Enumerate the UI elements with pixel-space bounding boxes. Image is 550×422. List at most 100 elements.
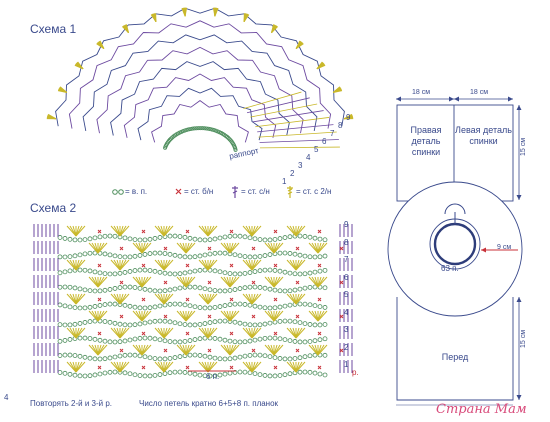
chain-stitch-icon: [62, 236, 68, 241]
sc-stitch-icon: [185, 297, 190, 302]
chain-stitch-icon: [77, 267, 83, 273]
chain-stitch-icon: [267, 252, 273, 257]
chain-stitch-icon: [232, 233, 238, 239]
chain-stitch-icon: [102, 271, 108, 277]
chain-stitch-icon: [182, 234, 188, 240]
sc-stitch-icon: [251, 314, 256, 319]
chain-stitch-icon: [322, 352, 328, 358]
chain-stitch-icon: [162, 356, 168, 362]
sc-stitch-icon: [251, 246, 256, 251]
chain-stitch-icon: [267, 305, 273, 311]
sc-stitch-icon: [251, 280, 256, 285]
chain-stitch-icon: [157, 303, 163, 309]
chain-stitch-icon: [222, 270, 228, 276]
fan-stitch-icon: [119, 327, 130, 339]
chain-stitch-icon: [322, 237, 328, 243]
dim-neck-width: 9 см: [497, 244, 512, 251]
sc-stitch-icon: [141, 365, 146, 370]
chain-stitch-icon: [262, 321, 268, 327]
chain-stitch-icon: [287, 234, 293, 240]
chain-stitch-icon: [262, 335, 268, 341]
chain-stitch-icon: [257, 352, 263, 358]
chain-stitch-icon: [97, 288, 103, 294]
chain-stitch-icon: [142, 373, 148, 379]
chain-stitch-icon: [122, 302, 128, 308]
chain-stitch-icon: [127, 337, 133, 343]
chain-stitch-icon: [198, 126, 203, 131]
chain-stitch-icon: [232, 271, 238, 277]
fan-stitch-icon: [273, 276, 284, 288]
fan-stitch-icon: [295, 293, 306, 305]
chain-stitch-icon: [227, 287, 233, 293]
chain-stitch-icon: [152, 236, 158, 241]
chain-stitch-icon: [157, 235, 163, 240]
chain-stitch-icon: [147, 287, 153, 293]
fan-stitch-icon: [184, 7, 188, 17]
chain-stitch-icon: [202, 267, 208, 273]
chain-stitch-icon: [92, 269, 98, 275]
dim-top-right: 18 см: [470, 89, 489, 96]
chain-stitch-icon: [142, 267, 148, 273]
chain-stitch-icon: [181, 129, 186, 134]
fan-stitch-icon: [163, 327, 174, 339]
chain-stitch-icon: [277, 268, 283, 274]
chain-stitch-icon: [122, 370, 128, 376]
chain-stitch-icon: [267, 286, 273, 292]
chain-stitch-icon: [197, 305, 203, 310]
chain-stitch-icon: [187, 254, 193, 260]
sc-stitch-icon: [141, 331, 146, 336]
chain-stitch-icon: [77, 335, 83, 341]
chain-stitch-icon: [182, 254, 188, 260]
chain-stitch-icon: [312, 352, 318, 358]
chain-stitch-icon: [147, 319, 153, 325]
chain-stitch-icon: [262, 353, 268, 359]
chain-stitch-icon: [312, 269, 318, 275]
chain-stitch-icon: [157, 318, 163, 324]
chain-stitch-icon: [172, 355, 178, 360]
chain-stitch-icon: [247, 254, 253, 260]
chain-stitch-icon: [92, 336, 98, 342]
fan-stitch-icon: [75, 361, 86, 373]
sc-stitch-icon: [163, 314, 168, 319]
sc-stitch-icon: [229, 263, 234, 268]
sc-stitch-icon: [185, 331, 190, 336]
stitch-row-line: [68, 20, 332, 129]
chain-stitch-icon: [167, 355, 173, 361]
chain-stitch-icon: [57, 235, 63, 240]
chain-stitch-icon: [117, 285, 123, 290]
chain-stitch-icon: [77, 373, 83, 379]
chain-stitch-icon: [157, 337, 163, 343]
chain-stitch-icon: [292, 287, 298, 293]
chain-stitch-icon: [67, 322, 73, 328]
chain-stitch-icon: [188, 126, 193, 131]
chain-stitch-icon: [287, 338, 293, 343]
chain-stitch-icon: [322, 372, 328, 378]
ray-stitch-line: [259, 139, 339, 143]
scheme2-side-columns: [33, 224, 353, 373]
chain-stitch-icon: [177, 301, 183, 307]
ray-stitch-line: [257, 124, 334, 133]
sc-stitch-icon: [97, 365, 102, 370]
chain-stitch-icon: [57, 338, 63, 344]
chain-stitch-icon: [267, 373, 273, 379]
chain-stitch-icon: [287, 302, 293, 308]
chain-stitch-icon: [222, 288, 228, 294]
chain-stitch-icon: [262, 285, 268, 291]
label-front: Перед: [441, 352, 469, 362]
chain-stitch-icon: [322, 305, 328, 310]
chain-stitch-icon: [282, 372, 288, 378]
chain-stitch-icon: [62, 303, 68, 309]
chain-stitch-icon: [182, 270, 188, 276]
fan-stitch-icon: [207, 259, 218, 271]
legend: = в. п. = ст. б/н = ст. с/н = ст. с 2/н: [105, 184, 350, 200]
chain-stitch-icon: [237, 271, 243, 277]
chain-stitch-icon: [147, 236, 153, 242]
chain-stitch-icon: [217, 235, 223, 241]
chain-stitch-icon: [152, 336, 158, 342]
chain-stitch-icon: [107, 339, 113, 345]
chain-stitch-icon: [132, 336, 138, 342]
chain-stitch-icon: [252, 337, 258, 343]
chain-stitch-icon: [87, 319, 93, 324]
sc-stitch-icon: [207, 314, 212, 319]
chain-stitch-icon: [72, 237, 78, 243]
